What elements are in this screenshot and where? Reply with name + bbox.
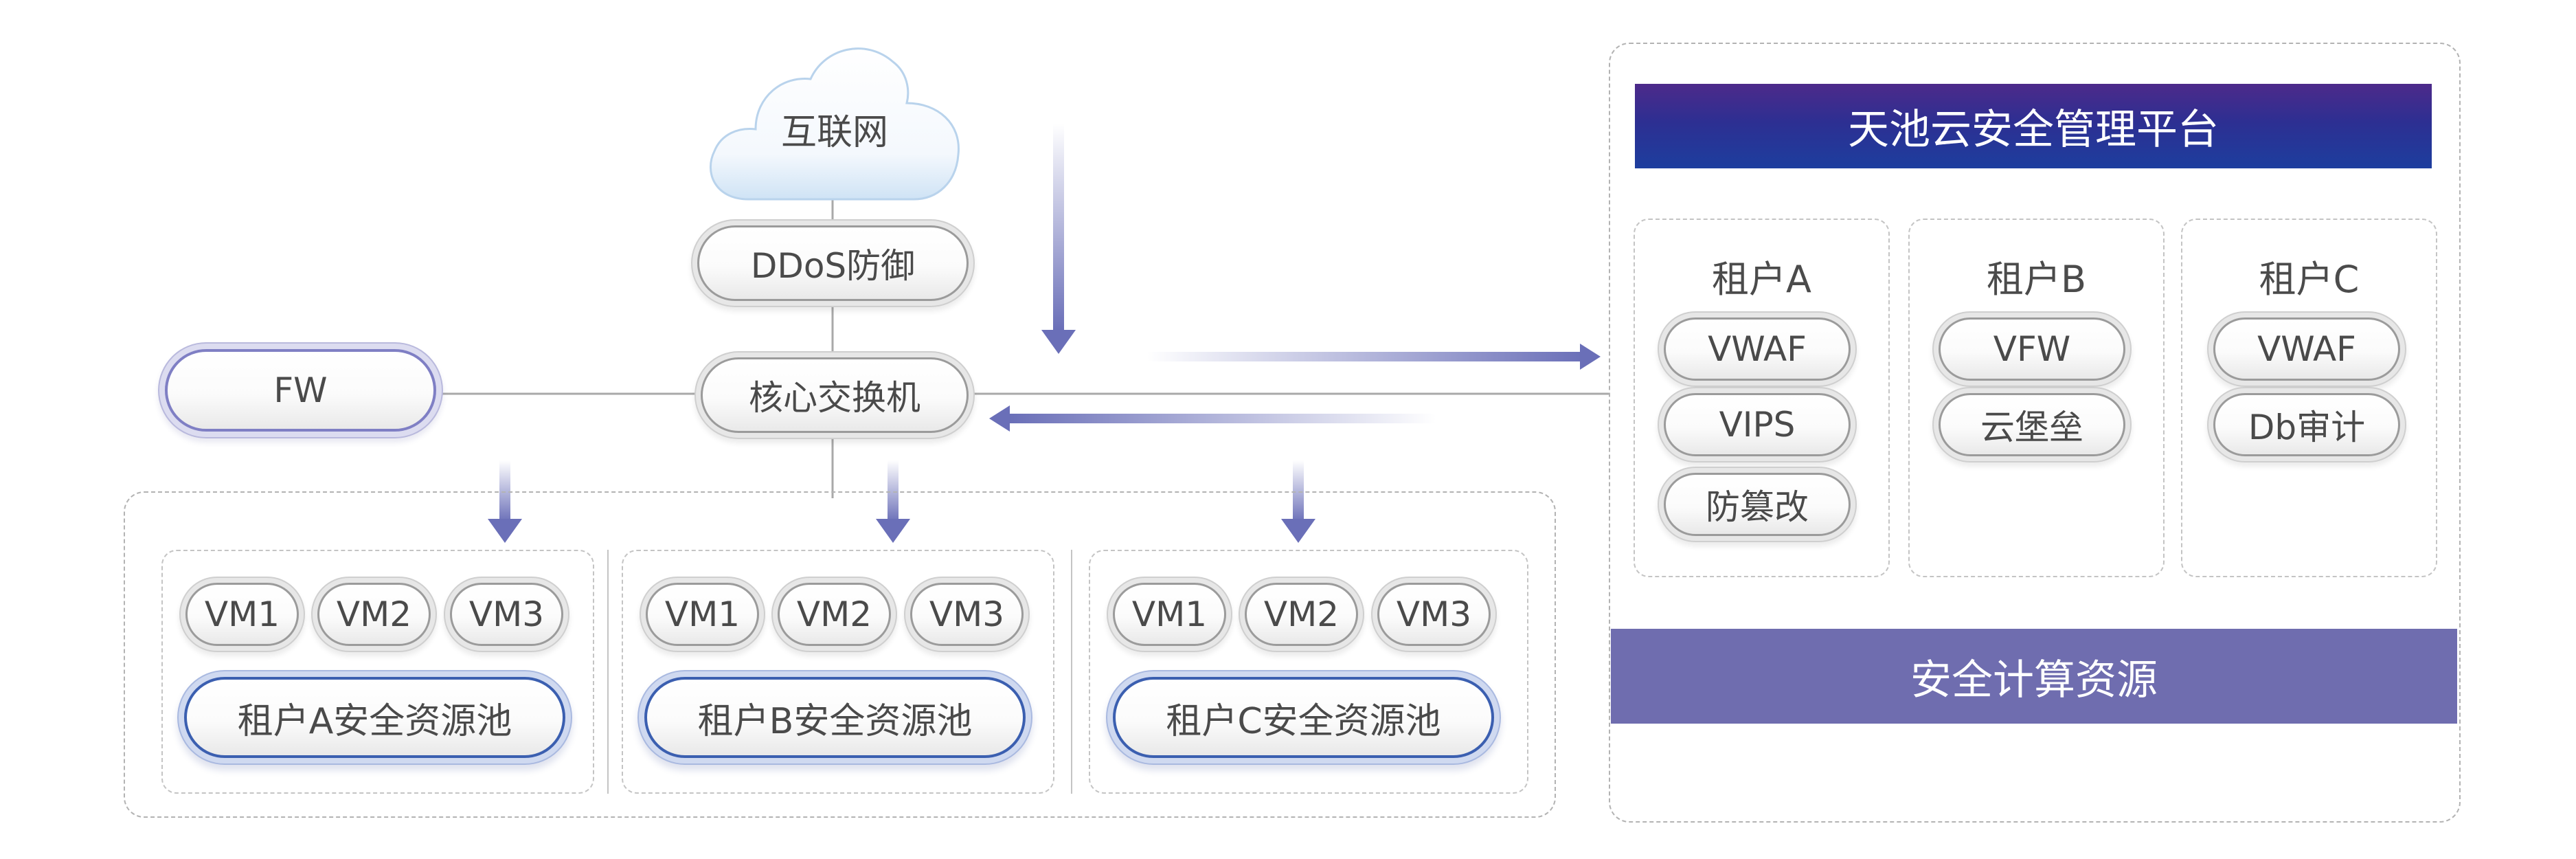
vm2-pool-c[interactable]: VM2 — [1245, 583, 1358, 646]
pool-b-label: 租户B安全资源池 — [697, 700, 973, 742]
service-label: VIPS — [1719, 405, 1796, 445]
tenant-b-title: 租户B — [1986, 258, 2087, 301]
resource-pools-container — [124, 491, 1556, 818]
internet-label: 互联网 — [780, 112, 888, 153]
arrow-right-to-platform — [1147, 344, 1601, 370]
vm1-pool-b[interactable]: VM1 — [646, 583, 759, 646]
vm3-pool-b[interactable]: VM3 — [910, 583, 1024, 646]
arrow-left-to-switch — [989, 405, 1436, 432]
service-label: VWAF — [1708, 329, 1807, 369]
ddos-label: DDoS防御 — [750, 246, 916, 286]
vm-label: VM2 — [336, 594, 412, 634]
tenant-b-service-vfw[interactable]: VFW — [1939, 317, 2125, 381]
platform-title: 天池云安全管理平台 — [1848, 106, 2219, 154]
platform-title-banner: 天池云安全管理平台 — [1635, 84, 2432, 168]
compute-banner: 安全计算资源 — [1611, 629, 2457, 724]
service-label: 防篡改 — [1706, 487, 1809, 527]
tenant-a-service-vwaf[interactable]: VWAF — [1664, 317, 1851, 381]
arrow-down-to-switch — [1041, 124, 1076, 354]
vm2-pool-b[interactable]: VM2 — [778, 583, 891, 646]
firewall-node[interactable]: FW — [165, 349, 436, 432]
core-switch-label: 核心交换机 — [749, 378, 920, 418]
vm-label: VM3 — [468, 594, 545, 634]
pool-b-button[interactable]: 租户B安全资源池 — [644, 677, 1026, 758]
firewall-label: FW — [273, 370, 328, 410]
tenant-a-service-vips[interactable]: VIPS — [1664, 393, 1851, 456]
internet-cloud: 互联网 — [701, 34, 969, 206]
service-label: Db审计 — [2248, 408, 2366, 447]
vm3-pool-a[interactable]: VM3 — [450, 583, 563, 646]
service-label: VFW — [1993, 329, 2071, 369]
tenant-b-service-bastion[interactable]: 云堡垒 — [1939, 393, 2125, 456]
vm-label: VM2 — [1263, 594, 1340, 634]
ddos-node[interactable]: DDoS防御 — [697, 225, 969, 301]
pool-panel-c — [1089, 550, 1528, 794]
pool-c-button[interactable]: 租户C安全资源池 — [1113, 677, 1494, 758]
vm-label: VM3 — [1396, 594, 1472, 634]
vm-label: VM1 — [204, 594, 280, 634]
pool-panel-b — [622, 550, 1054, 794]
service-label: VWAF — [2257, 329, 2356, 369]
vm-label: VM2 — [796, 594, 872, 634]
vm3-pool-c[interactable]: VM3 — [1377, 583, 1491, 646]
vm1-pool-a[interactable]: VM1 — [185, 583, 299, 646]
compute-label: 安全计算资源 — [1910, 656, 2158, 704]
pool-c-label: 租户C安全资源池 — [1166, 700, 1441, 742]
tenant-c-panel — [2181, 219, 2437, 577]
tenant-c-service-vwaf[interactable]: VWAF — [2213, 317, 2400, 381]
pool-a-button[interactable]: 租户A安全资源池 — [184, 677, 565, 758]
tenant-a-panel — [1634, 219, 1890, 577]
tenant-b-panel — [1908, 219, 2165, 577]
vm2-pool-a[interactable]: VM2 — [317, 583, 431, 646]
pool-a-label: 租户A安全资源池 — [237, 700, 512, 742]
cloud-icon — [709, 47, 960, 201]
vm-label: VM3 — [929, 594, 1005, 634]
platform-container — [1609, 43, 2461, 823]
tenant-c-title: 租户C — [2259, 258, 2360, 301]
service-label: 云堡垒 — [1980, 408, 2083, 447]
tenant-a-service-anti-tamper[interactable]: 防篡改 — [1664, 473, 1851, 536]
vm-label: VM1 — [1131, 594, 1208, 634]
core-switch-node[interactable]: 核心交换机 — [701, 357, 969, 433]
pool-panel-a — [161, 550, 594, 794]
vm-label: VM1 — [664, 594, 741, 634]
tenant-c-service-db-audit[interactable]: Db审计 — [2213, 393, 2400, 456]
tenant-a-title: 租户A — [1712, 258, 1811, 301]
vm1-pool-c[interactable]: VM1 — [1113, 583, 1226, 646]
